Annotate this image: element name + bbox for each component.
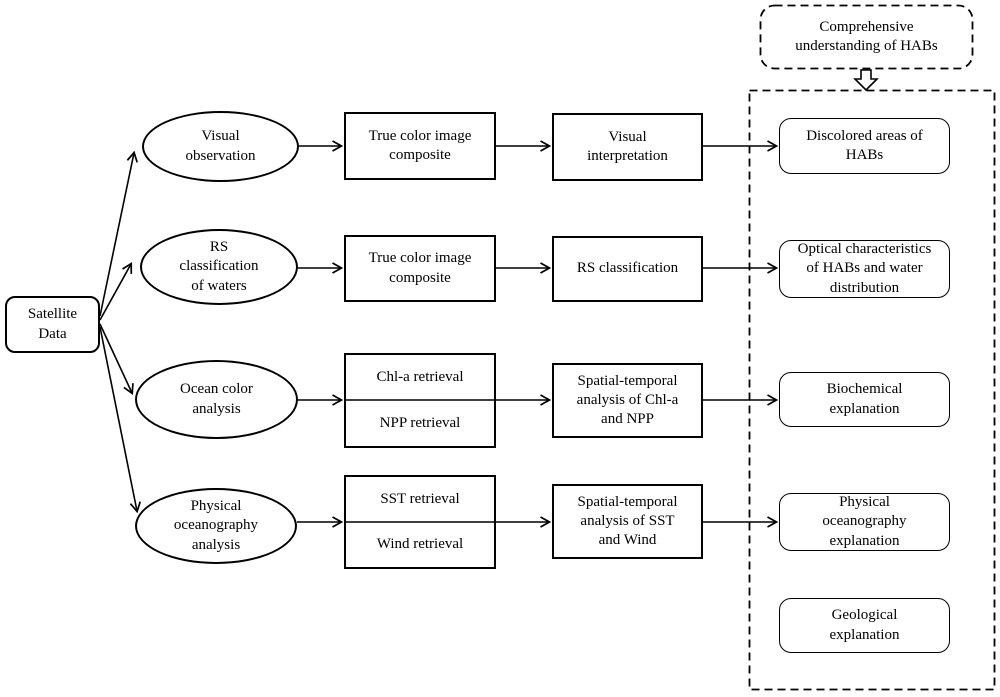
sst-retrieval-cell: SST retrieval — [346, 477, 494, 522]
arrow-satellite-to-physical — [99, 326, 142, 514]
physical-oceanography-ellipse: Physical oceanography analysis — [135, 488, 297, 564]
geological-explanation-label: Geological explanation — [829, 607, 900, 643]
geological-explanation-result: Geological explanation — [779, 598, 950, 653]
wind-retrieval-label: Wind retrieval — [376, 535, 464, 552]
spatial-temporal-sst-wind-box: Spatial-temporal analysis of SST and Win… — [552, 484, 703, 559]
npp-retrieval-cell: NPP retrieval — [346, 401, 494, 447]
visual-observation-label: Visual observation — [185, 128, 256, 164]
arrow-satellite-to-rs — [99, 262, 133, 321]
optical-characteristics-result: Optical characteristics of HABs and wate… — [779, 240, 950, 298]
discolored-areas-label: Discolored areas of HABs — [806, 127, 923, 163]
arrows-group — [99, 140, 779, 528]
sst-retrieval-label: SST retrieval — [380, 490, 460, 507]
arrow-satellite-to-ocean — [99, 323, 134, 396]
true-color-composite-2-box: True color image composite — [344, 235, 496, 302]
double-down-arrow-icon — [853, 69, 879, 92]
biochemical-explanation-label: Biochemical explanation — [826, 381, 903, 417]
visual-interpretation-label: Visual interpretation — [587, 128, 668, 164]
chla-retrieval-cell: Chl-a retrieval — [346, 355, 494, 401]
true-color-composite-1-label: True color image composite — [368, 127, 472, 163]
rs-classification-box: RS classification — [552, 236, 703, 302]
rs-classification-waters-ellipse: RS classification of waters — [140, 229, 298, 305]
npp-retrieval-label: NPP retrieval — [379, 414, 461, 431]
true-color-composite-1-box: True color image composite — [344, 112, 496, 180]
chla-npp-retrieval-box: Chl-a retrieval NPP retrieval — [344, 353, 496, 448]
visual-observation-ellipse: Visual observation — [142, 111, 299, 182]
sst-wind-retrieval-box: SST retrieval Wind retrieval — [344, 475, 496, 569]
wind-retrieval-cell: Wind retrieval — [346, 522, 494, 567]
comprehensive-understanding-box: Comprehensive understanding of HABs — [760, 5, 973, 69]
satellite-data-label: Satellite Data — [27, 306, 78, 342]
physical-oceanography-label: Physical oceanography analysis — [173, 498, 259, 553]
ocean-color-analysis-ellipse: Ocean color analysis — [135, 360, 298, 439]
rs-classification-waters-label: RS classification of waters — [179, 239, 259, 294]
arrow-satellite-to-visual — [99, 150, 138, 317]
true-color-composite-2-label: True color image composite — [368, 250, 472, 286]
spatial-temporal-chla-npp-label: Spatial-temporal analysis of Chl-a and N… — [576, 372, 679, 428]
satellite-data-node: Satellite Data — [5, 296, 100, 353]
chla-retrieval-label: Chl-a retrieval — [376, 369, 464, 386]
physical-oceanography-explanation-label: Physical oceanography explanation — [822, 494, 907, 549]
visual-interpretation-box: Visual interpretation — [552, 113, 703, 181]
rs-classification-label: RS classification — [576, 260, 679, 277]
physical-oceanography-explanation-result: Physical oceanography explanation — [779, 493, 950, 551]
biochemical-explanation-result: Biochemical explanation — [779, 372, 950, 427]
optical-characteristics-label: Optical characteristics of HABs and wate… — [797, 241, 932, 296]
dashed-frames-group — [748, 4, 996, 691]
ocean-color-analysis-label: Ocean color analysis — [180, 381, 253, 417]
comprehensive-understanding-label: Comprehensive understanding of HABs — [795, 18, 938, 54]
discolored-areas-result: Discolored areas of HABs — [779, 118, 950, 174]
spatial-temporal-sst-wind-label: Spatial-temporal analysis of SST and Win… — [577, 493, 678, 549]
spatial-temporal-chla-npp-box: Spatial-temporal analysis of Chl-a and N… — [552, 363, 703, 438]
